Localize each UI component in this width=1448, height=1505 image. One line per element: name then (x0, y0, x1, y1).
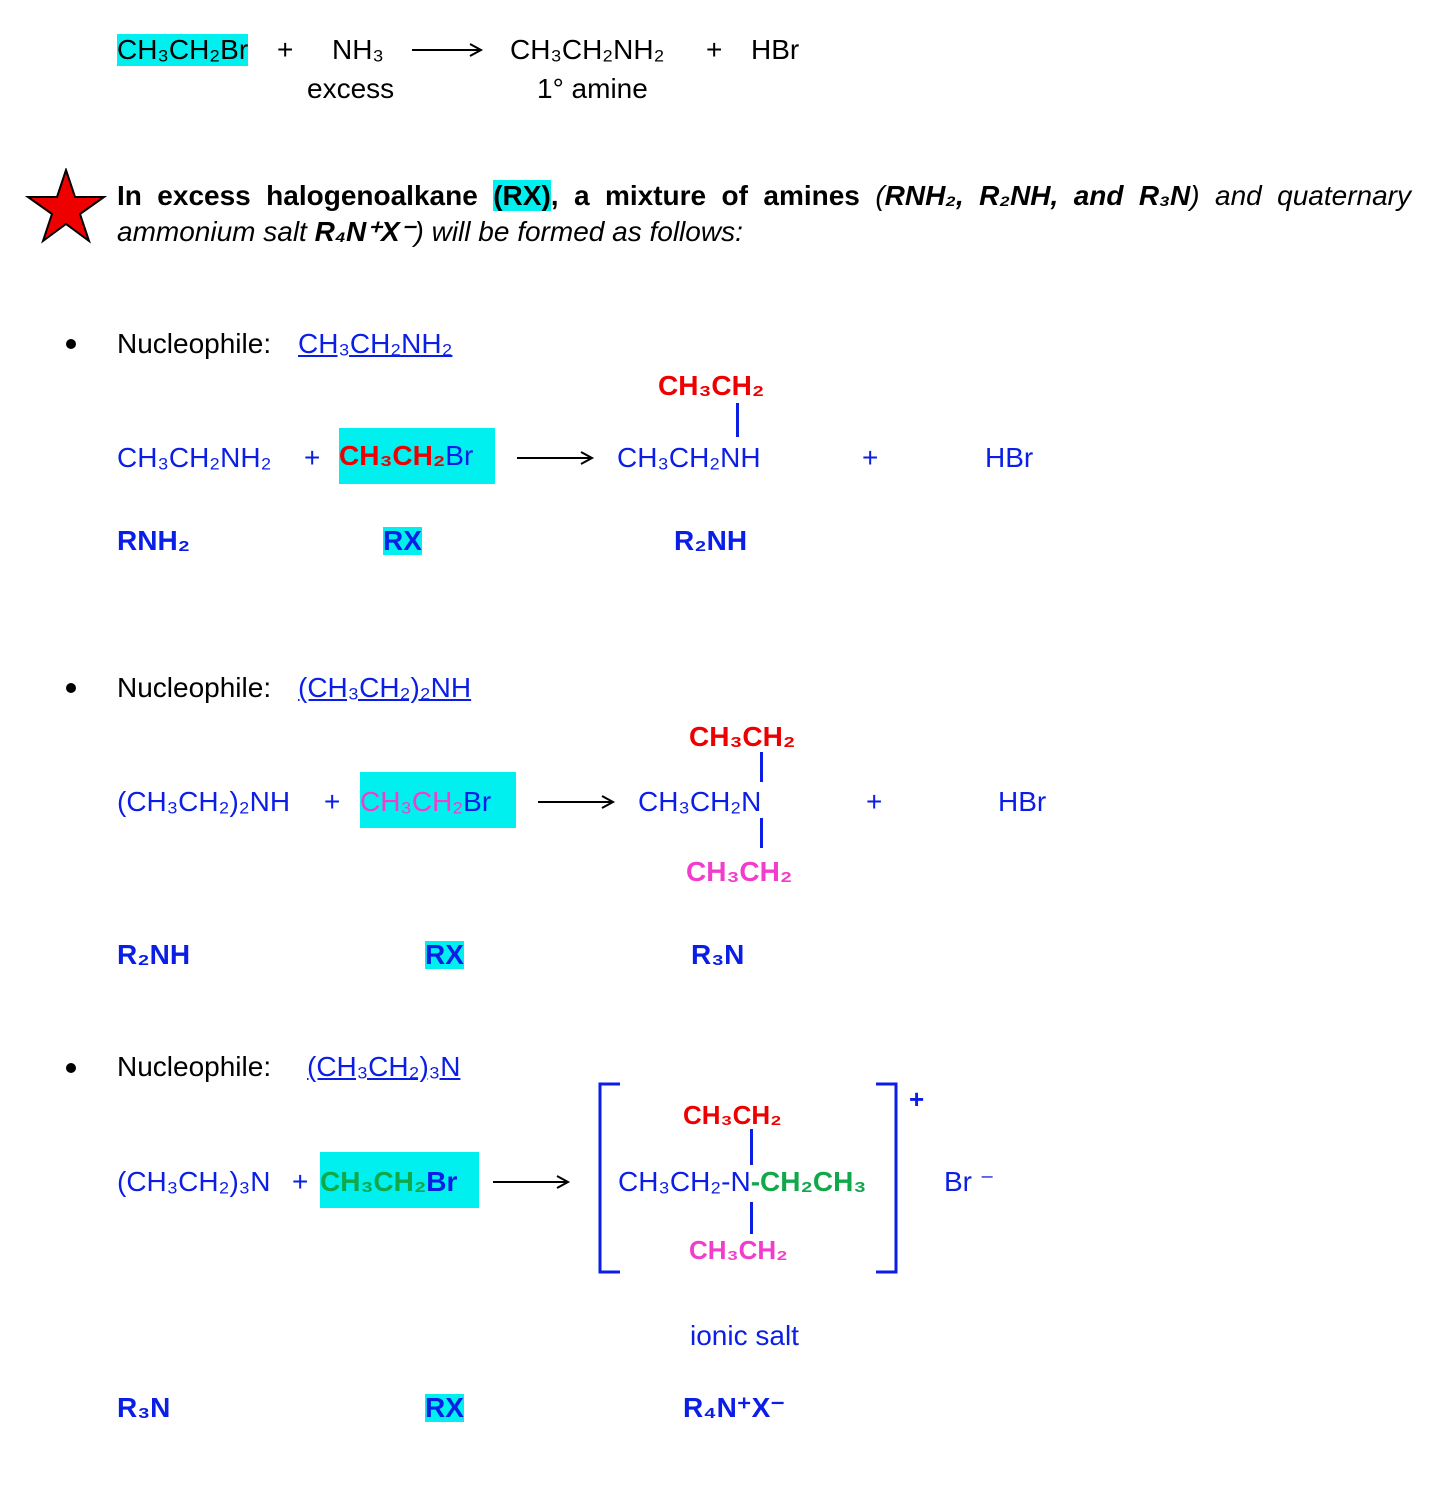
section3-product-bottom: CH₃CH₂ (689, 1235, 788, 1265)
eq0-reactant2-note: excess (307, 73, 395, 104)
section2-rx-box (360, 772, 516, 828)
section2-byproduct: HBr (998, 786, 1047, 817)
section1-product-main: CH₃CH₂NH (617, 442, 761, 473)
section3-gen1: R₃N (117, 1392, 171, 1423)
section3-rx-alkyl: CH₃CH₂ (320, 1166, 427, 1197)
section2-product-main: CH₃CH₂N (638, 786, 762, 817)
section3-plus: + (292, 1166, 309, 1197)
section2-product-top: CH₃CH₂ (689, 721, 796, 752)
section3-gen3: R₄N⁺X⁻ (683, 1392, 786, 1423)
bullet-1 (66, 339, 76, 349)
intro-salt: R₄N⁺X⁻ (314, 216, 415, 247)
section2-rx-br: Br (463, 786, 492, 817)
section2-nucleophile[interactable]: (CH₃CH₂)₂NH (298, 672, 472, 703)
reaction-arrow-icon (412, 43, 484, 57)
intro-paragraph: In excess halogenoalkane (RX), a mixture… (117, 178, 1411, 250)
section1-plus: + (304, 442, 321, 473)
section2-rx: CH₃CH₂Br (360, 788, 491, 816)
section1-reactant1: CH₃CH₂NH₂ (117, 442, 272, 473)
section3-charge: + (909, 1084, 925, 1114)
section1-gen2: RX (383, 525, 422, 556)
intro-amines: RNH₂, R₂NH, and R₃N (884, 180, 1191, 211)
eq0-reactant1: CH₃CH₂Br (117, 34, 249, 66)
intro-mid-text: ) and quaternary ammonium salt (117, 180, 1411, 247)
section1-label: Nucleophile: (117, 328, 272, 359)
section3-product-left: CH₃CH₂- (618, 1166, 731, 1197)
section2-plus2: + (866, 786, 883, 817)
eq0-plus1: + (277, 34, 294, 65)
intro-rx: (RX) (493, 180, 551, 211)
eq0-product2: HBr (751, 34, 800, 65)
eq0-plus2: + (706, 34, 723, 65)
bullet-3 (66, 1063, 76, 1073)
intro-bold-text: In excess halogenoalkane (117, 180, 478, 211)
intro-bold-text-2: , a mixture of amines (550, 180, 860, 211)
section2-rx-alkyl: CH₃CH₂ (360, 786, 464, 817)
intro-paren-open: ( (875, 180, 885, 211)
eq0-product1-note: 1° amine (537, 73, 648, 104)
section3-product-n: N (730, 1166, 751, 1197)
section1-product-top: CH₃CH₂ (658, 370, 765, 401)
section1-gen1: RNH₂ (117, 525, 191, 556)
section3-rx-br: Br (426, 1166, 458, 1197)
bracket-icon (598, 1082, 898, 1274)
section3-label: Nucleophile: (117, 1051, 272, 1082)
section3-counterion: Br ⁻ (944, 1166, 995, 1197)
section1-rx-alkyl: CH₃CH₂ (339, 440, 446, 471)
section2-product-bottom: CH₃CH₂ (686, 856, 793, 887)
section2-reactant1: (CH₃CH₂)₂NH (117, 786, 291, 817)
section3-nucleophile[interactable]: (CH₃CH₂)₃N (307, 1051, 461, 1082)
section3-reactant1: (CH₃CH₂)₃N (117, 1166, 271, 1197)
section1-rx: CH₃CH₂Br (339, 442, 473, 470)
bond-line (750, 1129, 753, 1165)
bullet-2 (66, 683, 76, 693)
section3-gen2: RX (425, 1392, 464, 1423)
section2-gen2: RX (425, 939, 464, 970)
reaction-arrow-icon (538, 795, 616, 809)
bond-line (760, 818, 763, 848)
section3-rx-box (320, 1152, 479, 1208)
section2-plus: + (324, 786, 341, 817)
bond-line (760, 752, 763, 782)
eq0-product1: CH₃CH₂NH₂ (510, 34, 665, 65)
intro-end-text: ) will be formed as follows: (414, 216, 743, 247)
bond-line (736, 403, 739, 437)
section1-plus2: + (862, 442, 879, 473)
section1-nucleophile[interactable]: CH₃CH₂NH₂ (298, 328, 453, 359)
eq0-reactant2: NH₃ (332, 34, 384, 65)
reaction-arrow-icon (493, 1175, 571, 1189)
section3-product-right: -CH₂CH₃ (750, 1166, 867, 1197)
section3-product-top: CH₃CH₂ (683, 1100, 782, 1130)
section1-gen3: R₂NH (674, 525, 748, 556)
section3-rx: CH₃CH₂Br (320, 1168, 457, 1196)
section3-product-main: CH₃CH₂-N-CH₂CH₃ (618, 1168, 866, 1196)
reaction-arrow-icon (517, 451, 595, 465)
section2-gen1: R₂NH (117, 939, 191, 970)
section2-label: Nucleophile: (117, 672, 272, 703)
bond-line (750, 1202, 753, 1234)
section3-note: ionic salt (690, 1320, 799, 1351)
section1-byproduct: HBr (985, 442, 1034, 473)
section1-rx-box (339, 428, 495, 484)
star-icon (25, 168, 107, 244)
section2-gen3: R₃N (691, 939, 745, 970)
section1-rx-br: Br (445, 440, 474, 471)
